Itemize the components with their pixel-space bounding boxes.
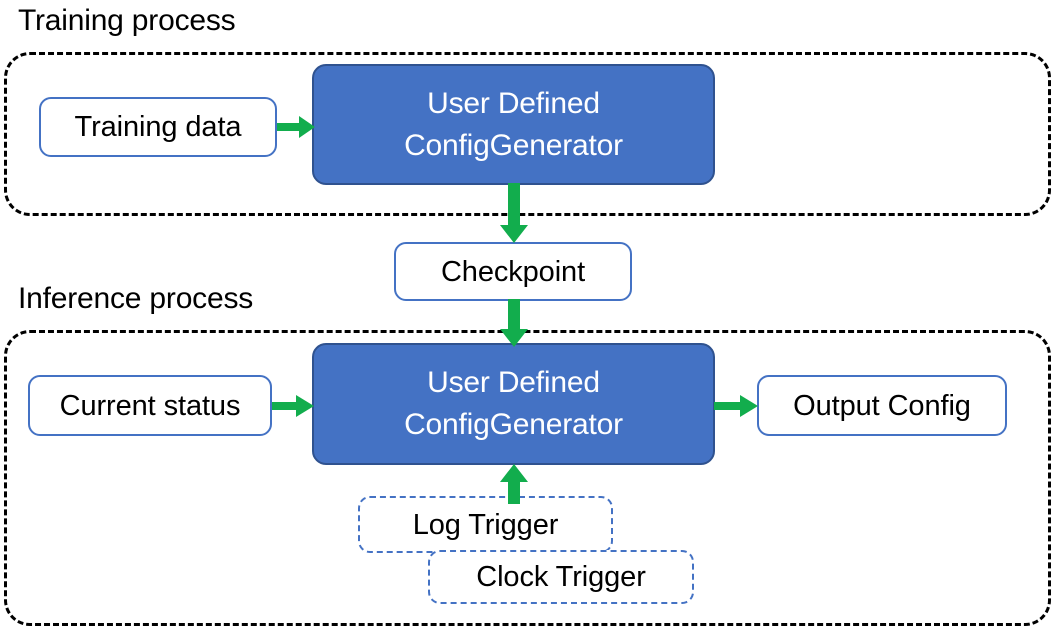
training-data-node[interactable]: Training data <box>39 97 277 157</box>
inference-process-title: Inference process <box>18 282 254 315</box>
process-title-line1: User Defined <box>427 366 600 399</box>
current-status-node[interactable]: Current status <box>28 375 272 436</box>
process-title-line1: User Defined <box>427 86 600 120</box>
arrow-training-data-to-process <box>277 112 317 142</box>
arrow-process-to-output-config <box>714 391 760 421</box>
arrow-current-status-to-process <box>272 391 316 421</box>
training-process-title: Training process <box>18 4 236 37</box>
inference-config-generator-process[interactable]: User Defined ConfigGenerator <box>312 343 715 465</box>
clock-trigger-node[interactable]: Clock Trigger <box>428 550 694 604</box>
training-process-group <box>4 52 1051 216</box>
arrow-checkpoint-to-inference-process <box>498 299 530 349</box>
inference-process-group <box>4 330 1051 626</box>
log-trigger-node[interactable]: Log Trigger <box>358 496 613 553</box>
process-title-line2: ConfigGenerator <box>404 128 623 162</box>
process-title-line2: ConfigGenerator <box>404 408 623 441</box>
arrow-process-to-checkpoint <box>498 183 530 245</box>
arrow-triggers-to-process <box>498 464 530 504</box>
output-config-node[interactable]: Output Config <box>757 375 1007 436</box>
checkpoint-node[interactable]: Checkpoint <box>394 242 632 301</box>
training-config-generator-process[interactable]: User Defined ConfigGenerator <box>312 64 715 185</box>
